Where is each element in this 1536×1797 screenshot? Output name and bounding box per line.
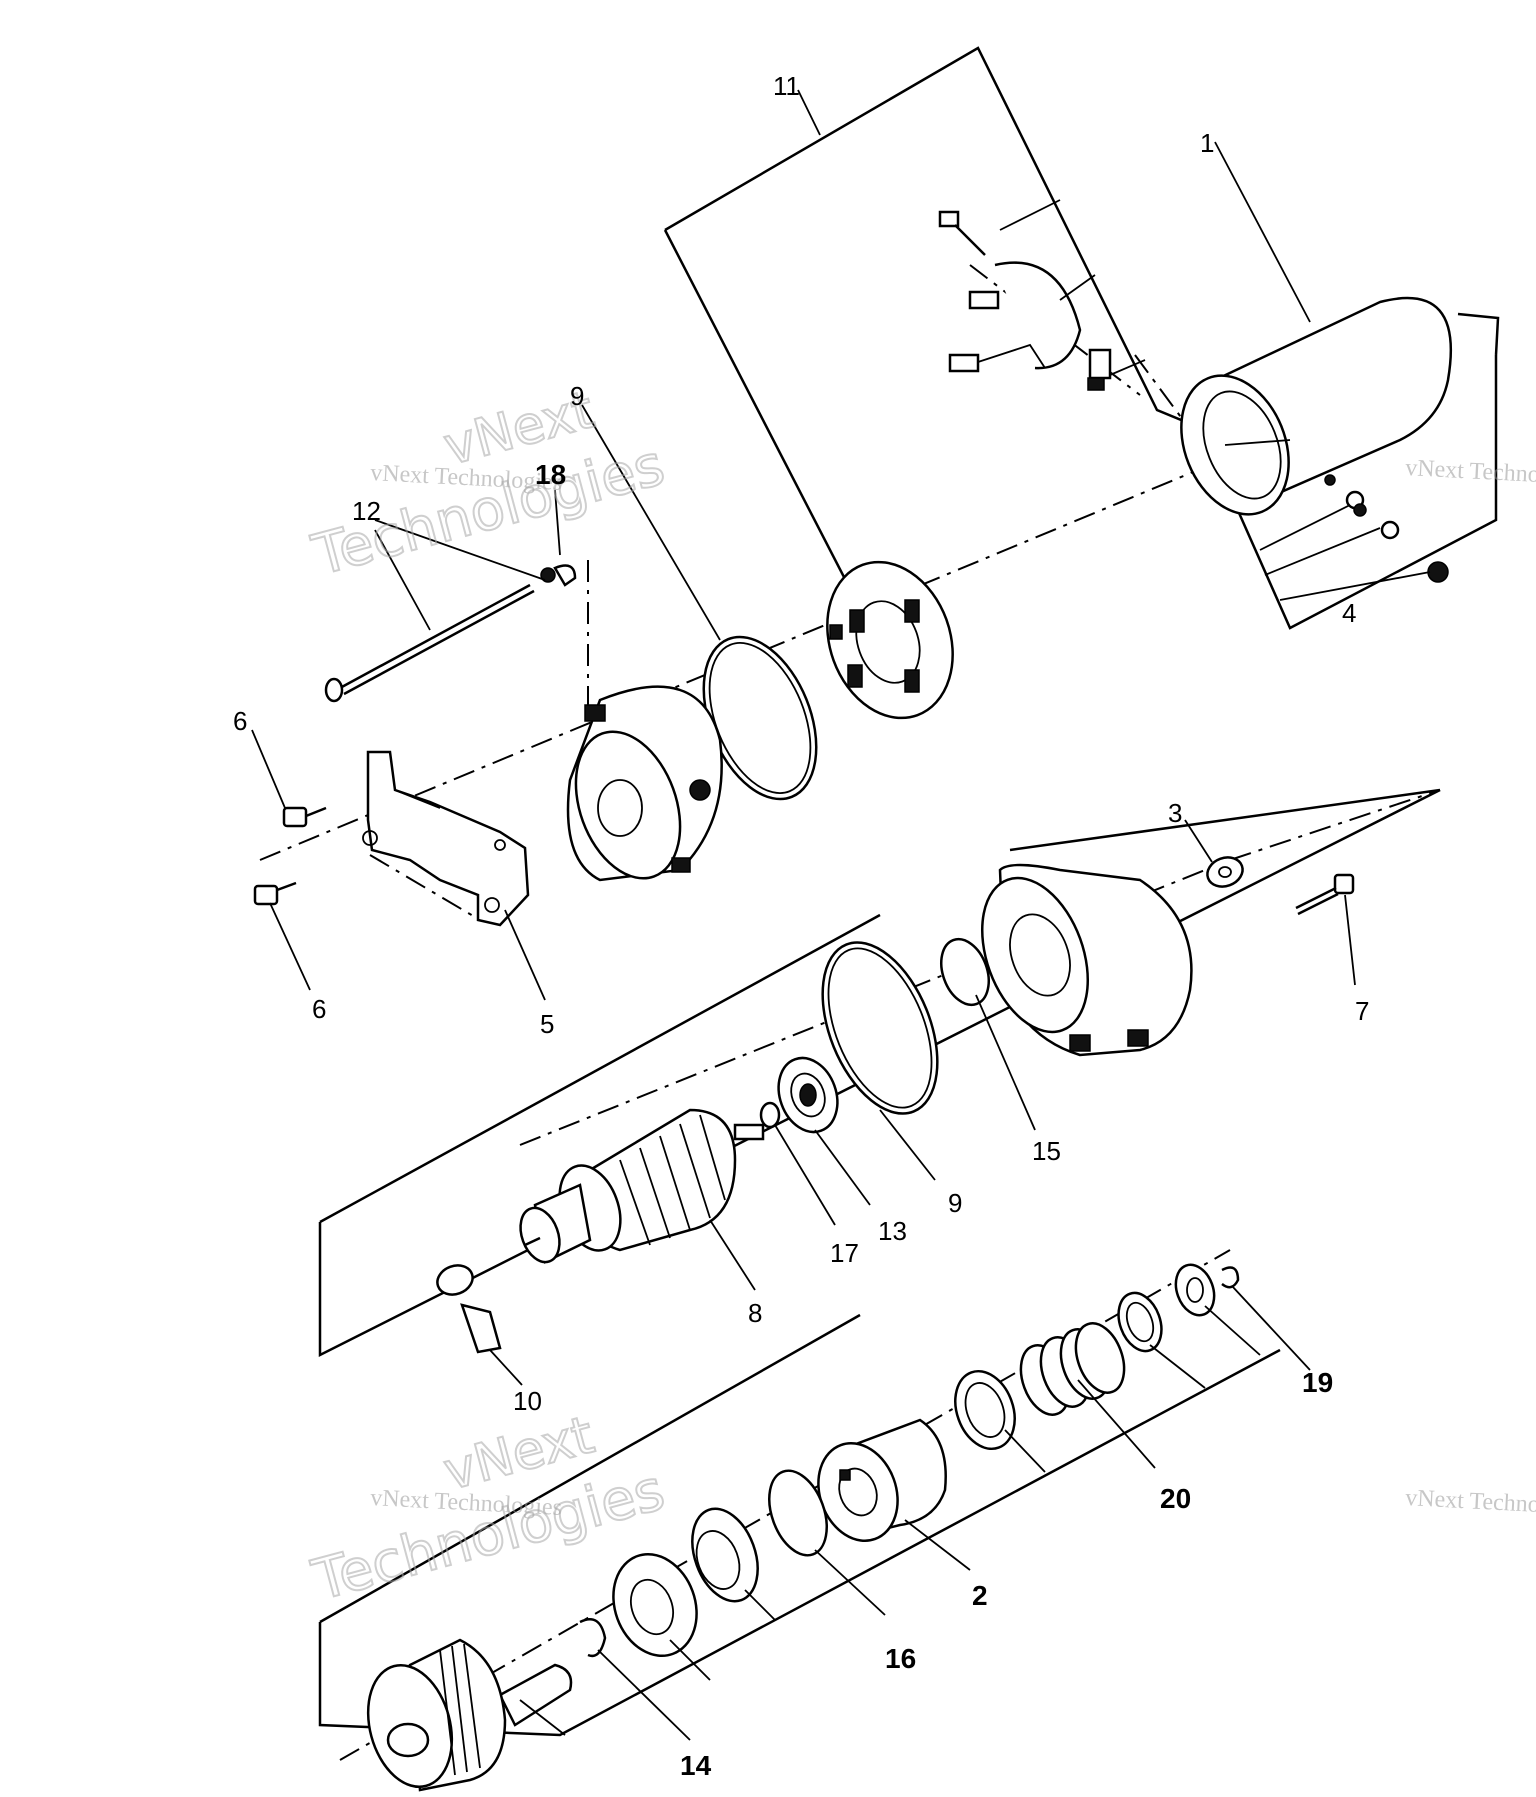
- spring-20: [1019, 1322, 1126, 1416]
- label-17: 17: [830, 1238, 859, 1268]
- label-14: 14: [680, 1750, 712, 1781]
- label-9-top: 9: [570, 381, 584, 411]
- part-labels: 1 2 3 4 5 6 6 7 8 9 9 10 11 12 13 14 15 …: [233, 71, 1369, 1781]
- bracket-5: [362, 750, 530, 927]
- label-10: 10: [513, 1386, 542, 1416]
- label-2: 2: [972, 1580, 988, 1611]
- label-18: 18: [535, 459, 566, 490]
- pinion-gear-shaft: [366, 1638, 573, 1792]
- label-12: 12: [352, 496, 381, 526]
- watermark-top-left: vNext vNext Technologies Technologies: [305, 379, 672, 590]
- gear-2: [817, 1418, 947, 1542]
- label-4: 4: [1342, 598, 1356, 628]
- leader-lines: [251, 89, 1356, 1741]
- o-ring-17: [759, 1101, 781, 1129]
- yoke-housing: [1180, 296, 1453, 601]
- label-3: 3: [1168, 798, 1182, 828]
- label-6-upper: 6: [233, 706, 247, 736]
- armature-8: [519, 1108, 765, 1264]
- brush-holder-plate: [826, 560, 954, 720]
- collar-mid: [1117, 1291, 1163, 1353]
- bearing-13: [777, 1056, 839, 1134]
- through-bolt: [324, 583, 535, 703]
- label-16: 16: [885, 1643, 916, 1674]
- label-9-mid: 9: [948, 1188, 962, 1218]
- stop-collar: [691, 1507, 759, 1603]
- ring-19: [1221, 1266, 1240, 1289]
- thrust-washer: [612, 1553, 698, 1657]
- label-7: 7: [1355, 996, 1369, 1026]
- watermark-top-right: vNext Technologies: [1405, 455, 1536, 491]
- label-13: 13: [878, 1216, 907, 1246]
- sleeve: [954, 1369, 1016, 1451]
- bolt-7: [1295, 873, 1355, 916]
- label-20: 20: [1160, 1483, 1191, 1514]
- o-ring-9-mid: [821, 941, 939, 1115]
- collar-upper: [1174, 1263, 1216, 1317]
- cap-10: [436, 1264, 502, 1354]
- snap-ring-14: [579, 1618, 607, 1658]
- label-6-lower: 6: [312, 994, 326, 1024]
- ring-16: [768, 1469, 828, 1557]
- svg-text:vNext Technologies: vNext Technologies: [1405, 455, 1536, 491]
- front-housing: [980, 863, 1193, 1057]
- label-19: 19: [1302, 1367, 1333, 1398]
- label-11: 11: [773, 71, 800, 101]
- watermark-bottom-right: vNext Technologies: [1405, 1485, 1536, 1521]
- label-15: 15: [1032, 1136, 1061, 1166]
- label-5: 5: [540, 1009, 554, 1039]
- group-frame-1: [1218, 312, 1500, 630]
- svg-text:vNext Technologies: vNext Technologies: [1405, 1485, 1536, 1521]
- clip-18: [540, 564, 577, 587]
- washer-3: [1206, 856, 1244, 888]
- bolt-6-lower: [253, 881, 297, 906]
- label-1: 1: [1200, 128, 1214, 158]
- o-ring-15: [940, 937, 990, 1007]
- bolt-6-upper: [282, 806, 327, 828]
- group-frame-11: [663, 46, 1279, 613]
- brush-parts: [938, 199, 1146, 391]
- rear-end-cover: [566, 685, 723, 882]
- label-8: 8: [748, 1298, 762, 1328]
